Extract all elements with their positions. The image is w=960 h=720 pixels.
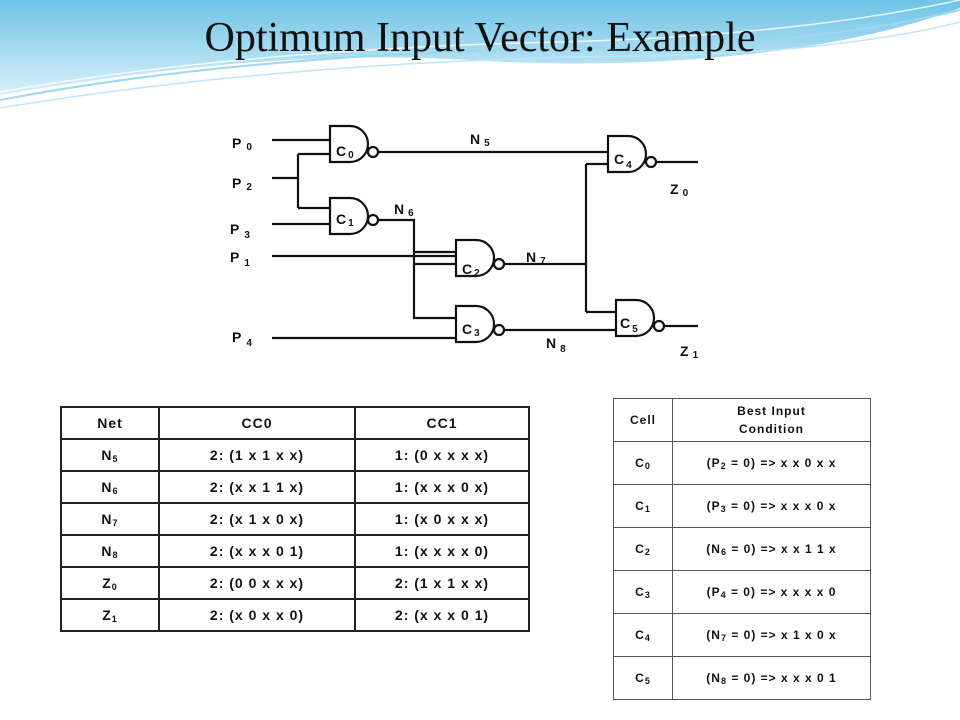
net-cell: N6 xyxy=(60,470,160,504)
net-cell: N5 xyxy=(60,438,160,472)
condition: (N8 = 0) => x x x 0 1 xyxy=(672,656,871,700)
header-net: Net xyxy=(60,406,160,440)
condition: (N6 = 0) => x x 1 1 x xyxy=(672,527,871,571)
cell-name: C4 xyxy=(613,613,673,657)
cc1-cell: 1: (x x x 0 x) xyxy=(354,470,530,504)
cc1-cell: 2: (x x x 0 1) xyxy=(354,598,530,632)
table-row: N6 2: (x x 1 1 x) 1: (x x x 0 x) xyxy=(60,470,530,504)
cc0-cell: 2: (x 0 x x 0) xyxy=(158,598,356,632)
table-row: C3 (P4 = 0) => x x x x 0 xyxy=(613,570,871,614)
gate-c2 xyxy=(454,238,496,278)
table-row: C1 (P3 = 0) => x x x 0 x xyxy=(613,484,871,528)
cell-name: C5 xyxy=(613,656,673,700)
cell-name: C0 xyxy=(613,441,673,485)
header-cc1: CC1 xyxy=(354,406,530,440)
table-row: N7 2: (x 1 x 0 x) 1: (x 0 x x x) xyxy=(60,502,530,536)
gate-c0 xyxy=(328,124,370,164)
net-cell: Z1 xyxy=(60,598,160,632)
cc1-cell: 1: (x 0 x x x) xyxy=(354,502,530,536)
background-waves xyxy=(0,0,960,109)
gate-c5 xyxy=(614,298,656,338)
cc0-cell: 2: (1 x 1 x x) xyxy=(158,438,356,472)
cell-name: C3 xyxy=(613,570,673,614)
table-row: N5 2: (1 x 1 x x) 1: (0 x x x x) xyxy=(60,438,530,472)
controllability-table: Net CC0 CC1 N5 2: (1 x 1 x x) 1: (0 x x … xyxy=(60,406,530,632)
condition: (P2 = 0) => x x 0 x x xyxy=(672,441,871,485)
table-row: C4 (N7 = 0) => x 1 x 0 x xyxy=(613,613,871,657)
gate-c4 xyxy=(606,134,648,174)
cc1-cell: 2: (1 x 1 x x) xyxy=(354,566,530,600)
condition: (P4 = 0) => x x x x 0 xyxy=(672,570,871,614)
header-cc0: CC0 xyxy=(158,406,356,440)
table-row: Z1 2: (x 0 x x 0) 2: (x x x 0 1) xyxy=(60,598,530,632)
table-row: C2 (N6 = 0) => x x 1 1 x xyxy=(613,527,871,571)
table-row: C5 (N8 = 0) => x x x 0 1 xyxy=(613,656,871,700)
cc0-cell: 2: (x x 1 1 x) xyxy=(158,470,356,504)
net-cell: N7 xyxy=(60,502,160,536)
cc0-cell: 2: (x 1 x 0 x) xyxy=(158,502,356,536)
table-row: N8 2: (x x x 0 1) 1: (x x x x 0) xyxy=(60,534,530,568)
gate-c3 xyxy=(454,304,496,344)
table-row: C0 (P2 = 0) => x x 0 x x xyxy=(613,441,871,485)
cell-name: C2 xyxy=(613,527,673,571)
condition: (P3 = 0) => x x x 0 x xyxy=(672,484,871,528)
table-row: Z0 2: (0 0 x x x) 2: (1 x 1 x x) xyxy=(60,566,530,600)
net-cell: N8 xyxy=(60,534,160,568)
header-cell: Cell xyxy=(613,398,673,442)
cc0-cell: 2: (0 0 x x x) xyxy=(158,566,356,600)
cc1-cell: 1: (x x x x 0) xyxy=(354,534,530,568)
cell-name: C1 xyxy=(613,484,673,528)
condition: (N7 = 0) => x 1 x 0 x xyxy=(672,613,871,657)
cc0-cell: 2: (x x x 0 1) xyxy=(158,534,356,568)
cc1-cell: 1: (0 x x x x) xyxy=(354,438,530,472)
table-header-row: Net CC0 CC1 xyxy=(60,406,530,440)
net-cell: Z0 xyxy=(60,566,160,600)
slide-title: Optimum Input Vector: Example xyxy=(204,15,756,61)
